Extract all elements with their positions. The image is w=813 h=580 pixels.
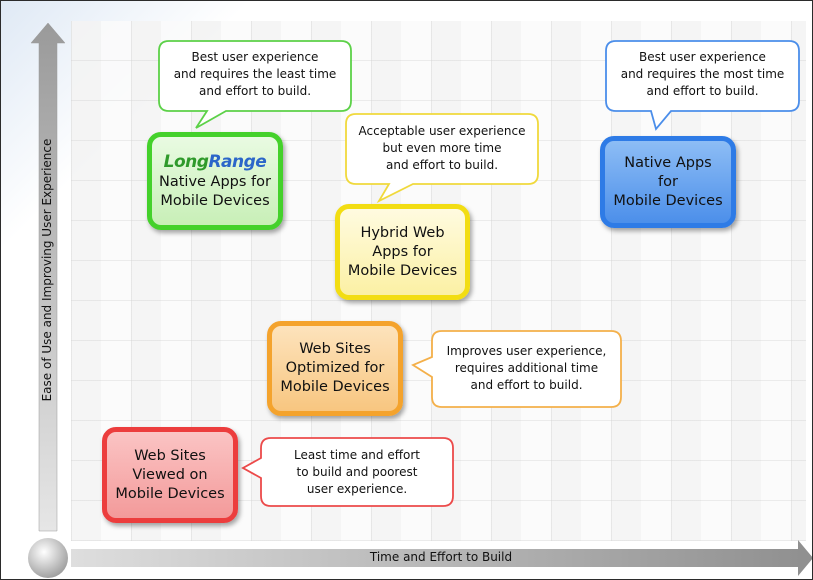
bubble-viewed-text: Least time and effort to build and poore… [294, 448, 420, 496]
bubble-longrange-text: Best user experience and requires the le… [173, 50, 337, 98]
bubble-native-text: Best user experience and requires the mo… [620, 50, 785, 98]
box-hybrid-web-apps: Hybrid Web Apps for Mobile Devices [335, 204, 470, 300]
box-web-sites-optimized: Web Sites Optimized for Mobile Devices [267, 321, 403, 416]
box-native-apps: Native Apps for Mobile Devices [600, 136, 736, 228]
bubble-optimized-text: Improves user experience, requires addit… [446, 344, 607, 392]
box-web-sites-viewed: Web Sites Viewed on Mobile Devices [102, 427, 238, 523]
box-longrange-native-apps: LongRange Native Apps for Mobile Devices [147, 132, 283, 230]
longrange-logo: LongRange [163, 151, 267, 172]
x-axis-label: Time and Effort to Build [369, 550, 513, 564]
origin-circle [28, 538, 68, 578]
bubble-hybrid-text: Acceptable user experience but even more… [358, 124, 526, 172]
